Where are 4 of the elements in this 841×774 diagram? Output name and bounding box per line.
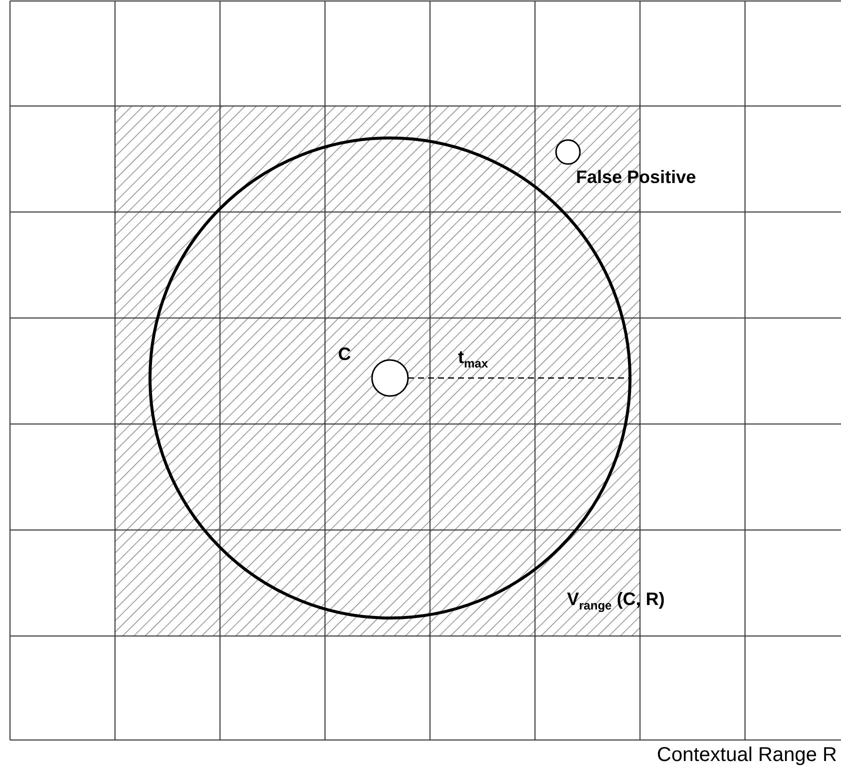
circle-label: V$_{range}$ (C, R) (567, 590, 665, 612)
point-label: C (338, 345, 351, 363)
radius-label: t$_{max}$ (458, 348, 488, 370)
caption-text: Contextual Range R (656, 745, 837, 765)
